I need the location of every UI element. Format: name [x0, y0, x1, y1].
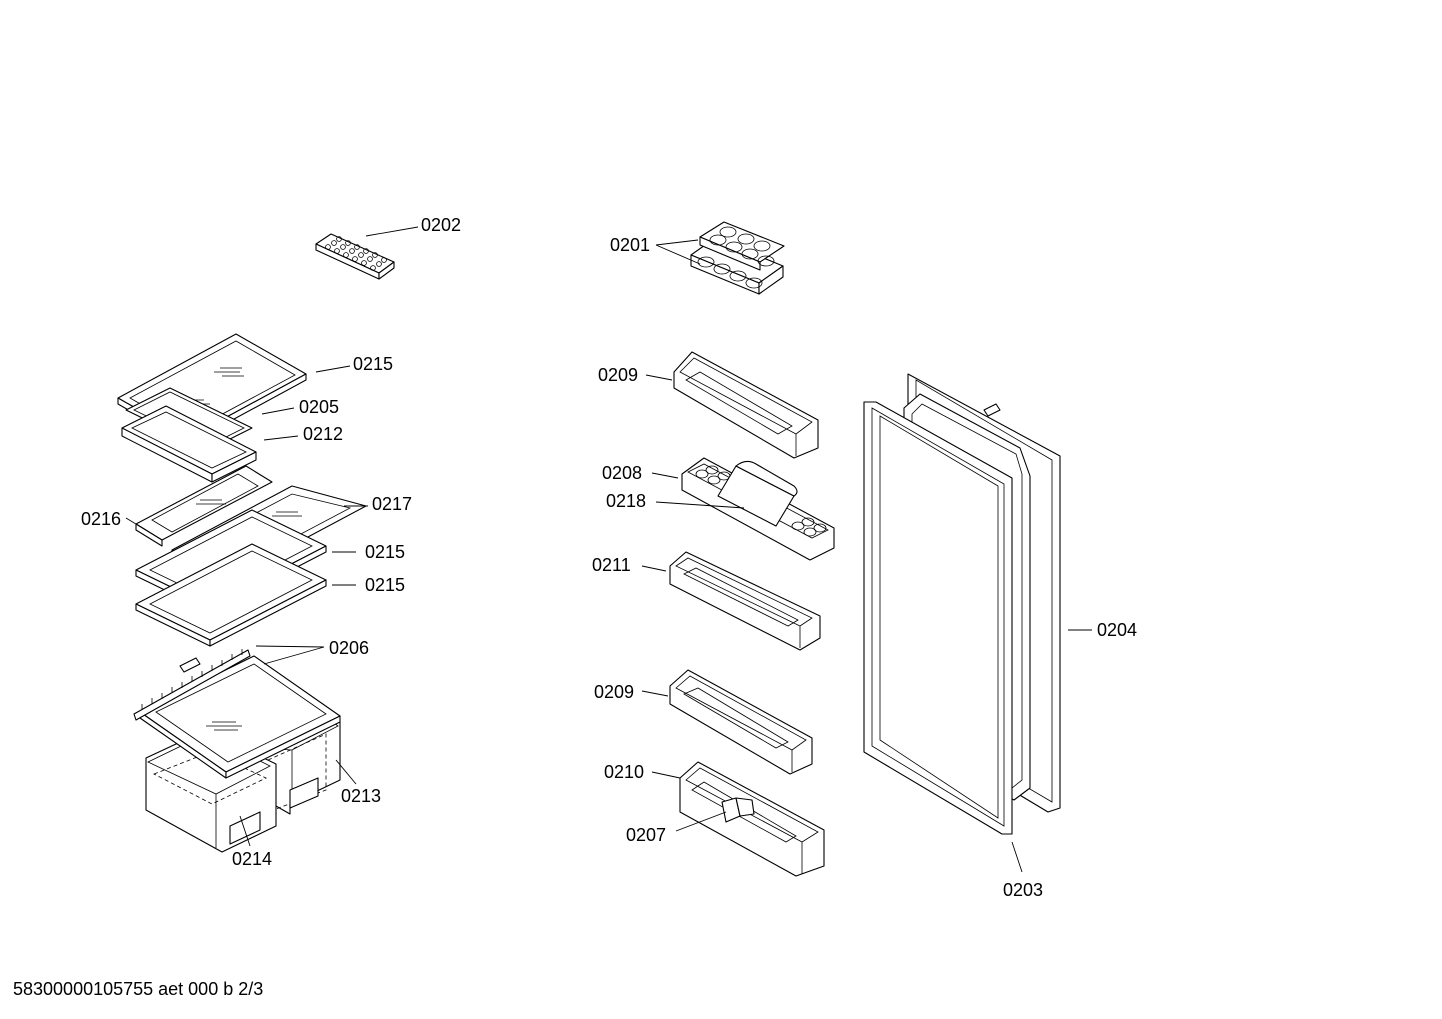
- callout-0203: 0203: [1003, 880, 1043, 900]
- glass-shelf-part: [135, 543, 327, 647]
- egg-tray-part: [690, 221, 785, 295]
- egg-shelf-part: [681, 457, 835, 561]
- callout-0209: 0209: [598, 365, 638, 385]
- divider-clip-part: [721, 797, 755, 823]
- door-bin-part: [669, 669, 813, 775]
- door-bin-part: [669, 551, 821, 651]
- callout-labels: 0202 0201 0215 0205 0212 0217 0216 0215 …: [81, 215, 1137, 900]
- callout-0218: 0218: [606, 491, 646, 511]
- callout-0202: 0202: [421, 215, 461, 235]
- lower-shelf-tray-part: [121, 405, 257, 483]
- callout-0208: 0208: [602, 463, 642, 483]
- leader-lines: [125, 226, 1092, 873]
- callout-0204: 0204: [1097, 620, 1137, 640]
- callout-0214: 0214: [232, 849, 272, 869]
- callout-0215: 0215: [365, 542, 405, 562]
- ice-cube-tray-part: [315, 233, 395, 280]
- callout-0212: 0212: [303, 424, 343, 444]
- callout-0211: 0211: [592, 555, 631, 575]
- callout-0213: 0213: [341, 786, 381, 806]
- callout-0206: 0206: [329, 638, 369, 658]
- callout-0216: 0216: [81, 509, 121, 529]
- door-bin-part: [673, 351, 819, 459]
- door-gasket-part: [863, 401, 1013, 835]
- callout-0207: 0207: [626, 825, 666, 845]
- document-code-footer: 58300000105755 aet 000 b 2/3: [13, 979, 264, 999]
- callout-0209: 0209: [594, 682, 634, 702]
- callout-0215: 0215: [365, 575, 405, 595]
- callout-0205: 0205: [299, 397, 339, 417]
- door-bin-part: [679, 761, 825, 877]
- callout-0201: 0201: [610, 235, 650, 255]
- cover-shelf-part: [133, 649, 341, 779]
- callout-0217: 0217: [372, 494, 412, 514]
- callout-0215: 0215: [353, 354, 393, 374]
- callout-0210: 0210: [604, 762, 644, 782]
